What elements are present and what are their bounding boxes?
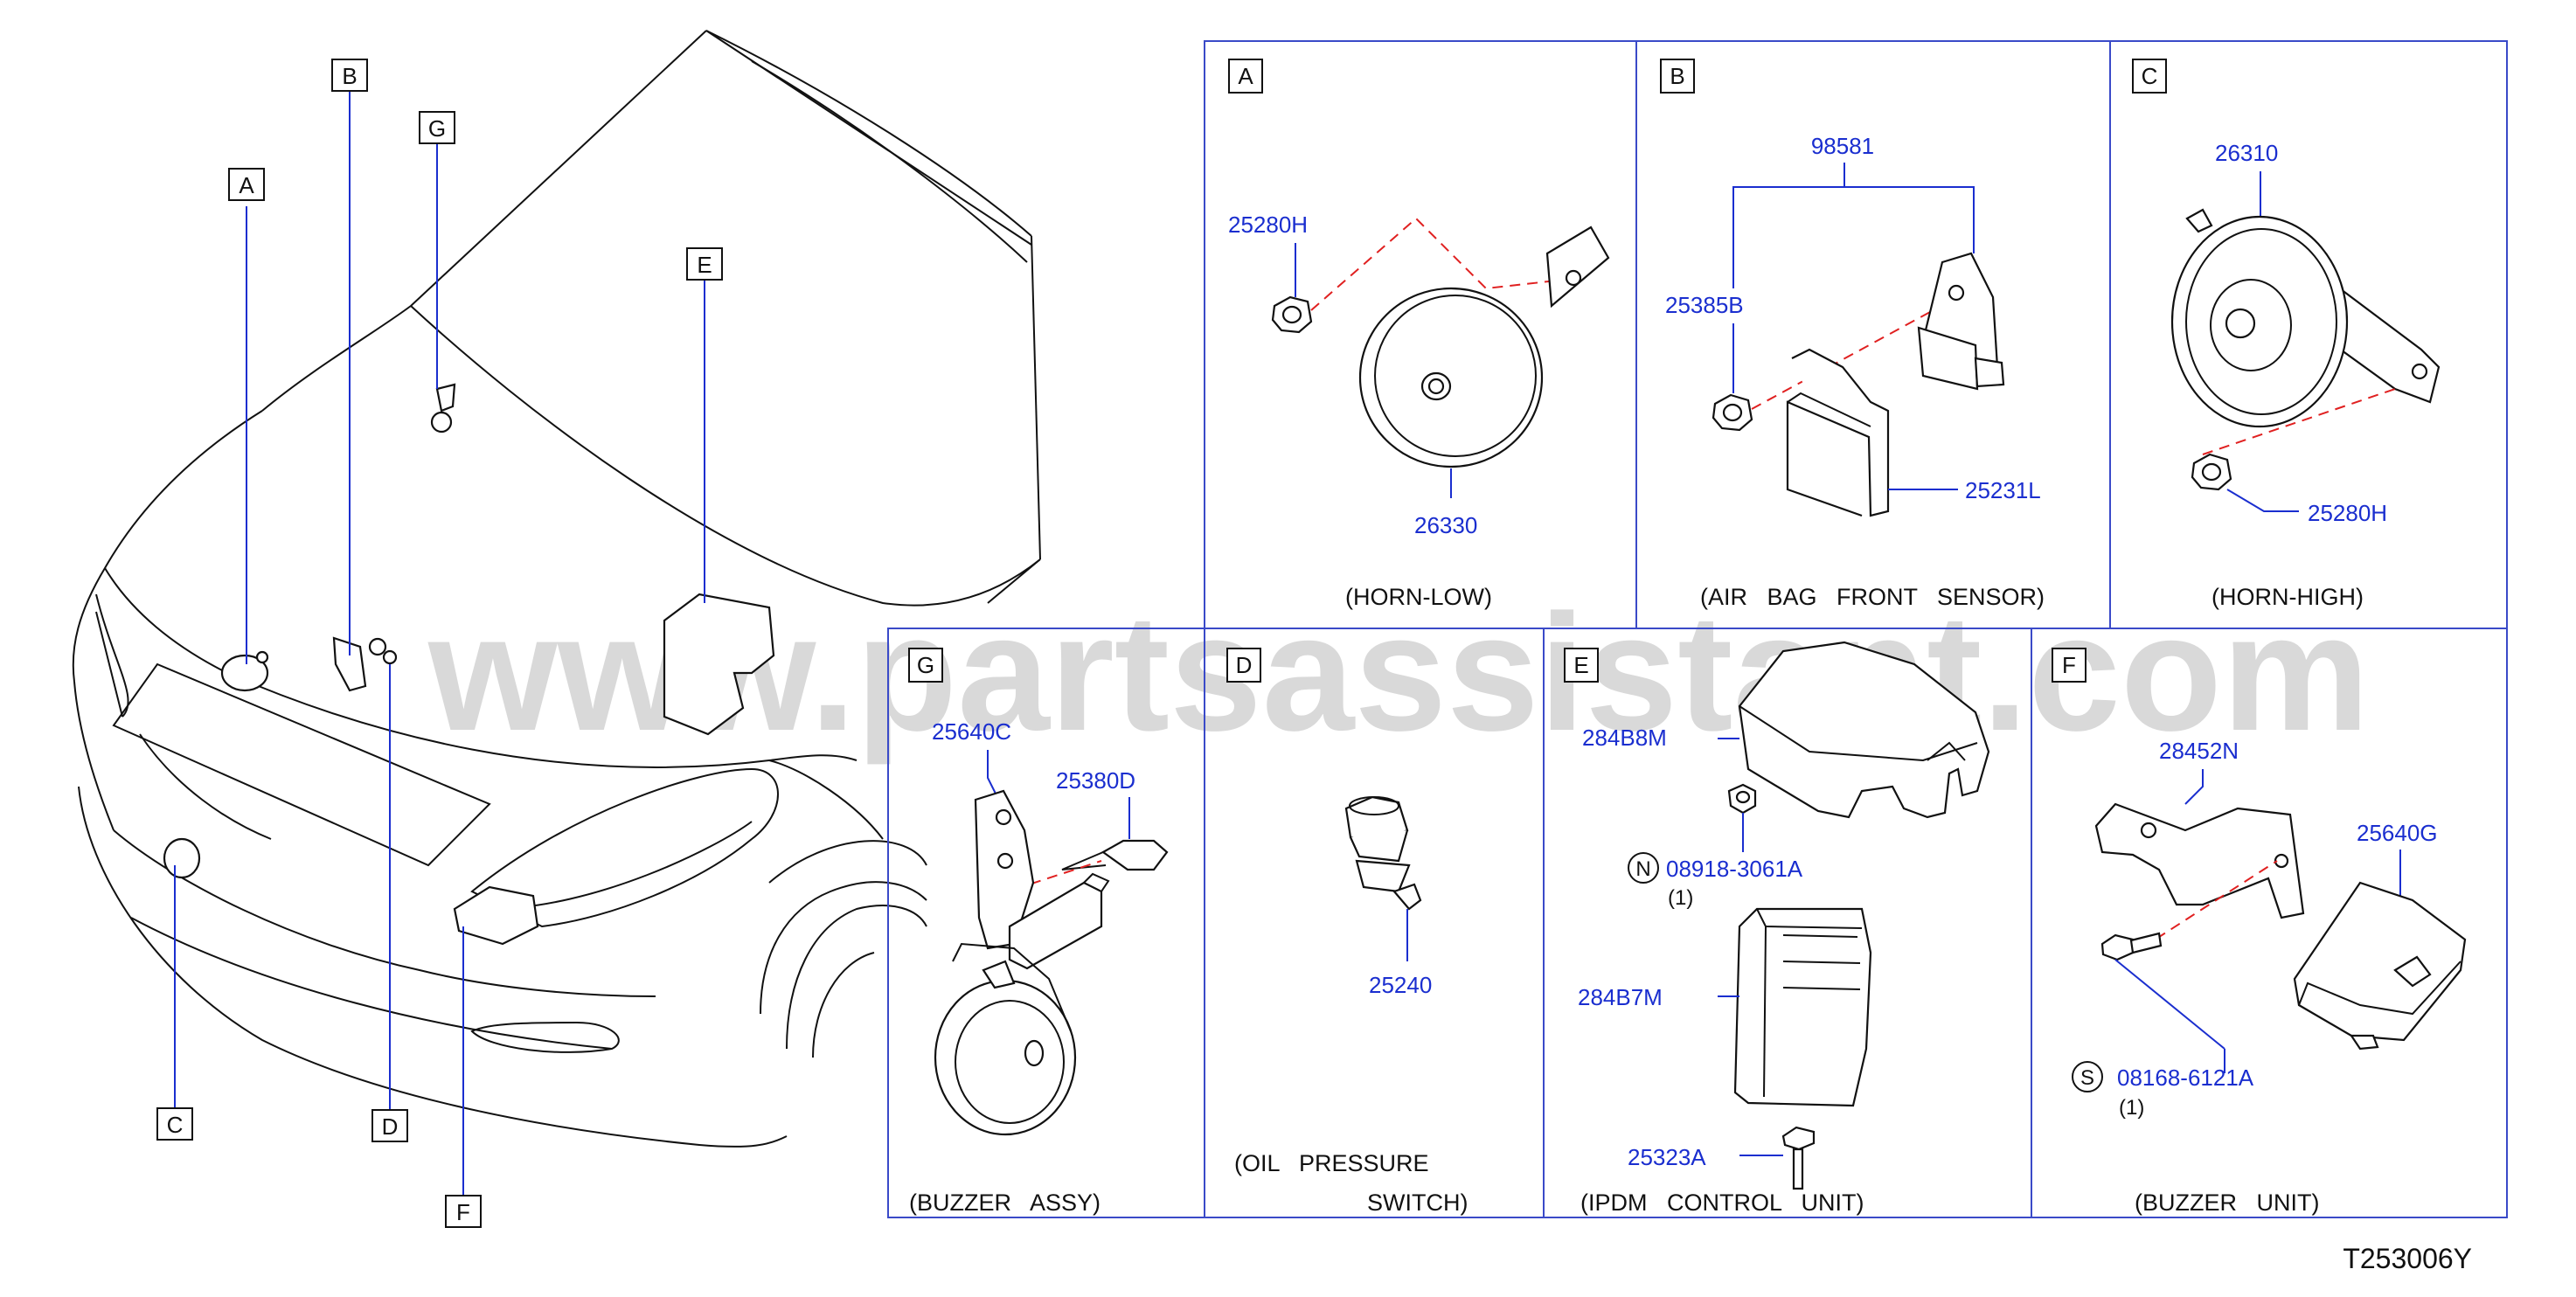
- symbol-s: S: [2080, 1066, 2094, 1090]
- part-25640g: 25640G: [2357, 820, 2438, 846]
- part-25380d: 25380D: [1056, 767, 1135, 794]
- callout-f: F: [456, 1199, 470, 1225]
- panel-c-caption: (HORN-HIGH): [2211, 584, 2364, 610]
- panel-b: B 98581 25385B 25231L (AIR BAG FRONT SEN…: [1660, 59, 2045, 610]
- part-26330: 26330: [1414, 512, 1477, 538]
- part-25385b: 25385B: [1665, 292, 1744, 318]
- callout-g: G: [428, 115, 446, 142]
- panel-b-caption: (AIR BAG FRONT SENSOR): [1700, 584, 2045, 610]
- qty-08168-6121a: (1): [2119, 1096, 2144, 1120]
- panel-d-caption-line2: SWITCH): [1367, 1189, 1468, 1216]
- part-284b7m: 284B7M: [1578, 984, 1663, 1010]
- car-components: [163, 383, 775, 946]
- car-illustration: [72, 30, 1041, 1148]
- panel-a: A 25280H 26330 (HORN-LOW): [1228, 59, 1610, 610]
- panel-e: E 284B8M N 08918-3061A (1) 284B7M 25323A…: [1564, 641, 1990, 1216]
- callout-c: C: [167, 1112, 184, 1138]
- panel-f-letter: F: [2062, 652, 2076, 678]
- figure-code: T253006Y: [2343, 1243, 2472, 1274]
- callout-b: B: [342, 63, 357, 89]
- qty-08918-3061a: (1): [1668, 886, 1693, 910]
- panel-d: D 25240 (OIL PRESSURE SWITCH): [1226, 648, 1468, 1216]
- symbol-n: N: [1635, 857, 1650, 881]
- callout-e: E: [697, 252, 712, 278]
- part-25280h-c: 25280H: [2308, 500, 2387, 526]
- part-08918-3061a: 08918-3061A: [1666, 856, 1803, 882]
- panel-g-caption: (BUZZER ASSY): [909, 1189, 1101, 1216]
- part-08168-6121a: 08168-6121A: [2117, 1065, 2254, 1091]
- callout-d: D: [382, 1113, 399, 1140]
- panel-g: G 25640C 25380D (BUZZER ASSY): [908, 648, 1169, 1216]
- callout-a: A: [239, 172, 254, 198]
- panel-a-caption: (HORN-LOW): [1345, 584, 1492, 610]
- panel-g-letter: G: [917, 652, 934, 678]
- panel-a-letter: A: [1238, 63, 1253, 89]
- panel-c-letter: C: [2142, 63, 2158, 89]
- part-25640c: 25640C: [932, 718, 1011, 745]
- panel-grid: [887, 40, 2508, 1218]
- part-25323a: 25323A: [1628, 1144, 1706, 1170]
- panel-b-letter: B: [1670, 63, 1684, 89]
- car-callouts: A B C D E F G: [156, 59, 723, 1228]
- part-284b8m: 284B8M: [1582, 725, 1667, 751]
- panel-e-caption: (IPDM CONTROL UNIT): [1580, 1189, 1864, 1216]
- part-28452n: 28452N: [2159, 738, 2239, 764]
- panel-d-letter: D: [1236, 652, 1253, 678]
- panel-f-caption: (BUZZER UNIT): [2135, 1189, 2319, 1216]
- part-25231l: 25231L: [1965, 477, 2041, 503]
- part-25240: 25240: [1369, 972, 1432, 998]
- panel-d-caption-line1: (OIL PRESSURE: [1234, 1150, 1429, 1176]
- panel-c: C 26310 25280H (HORN-HIGH): [2132, 59, 2441, 610]
- part-25280h-a: 25280H: [1228, 212, 1308, 238]
- part-26310: 26310: [2215, 140, 2278, 166]
- panel-f: F 28452N S 08168-6121A (1) 25640G (BUZZE…: [2052, 648, 2467, 1216]
- panel-e-letter: E: [1573, 652, 1588, 678]
- part-98581: 98581: [1811, 133, 1874, 159]
